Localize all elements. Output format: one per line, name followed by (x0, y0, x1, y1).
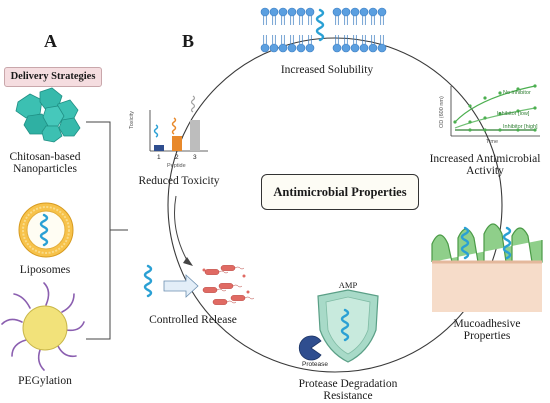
growth-xlabel: Time (486, 139, 499, 145)
lipid-bilayer-icon (260, 7, 387, 53)
toxicity-tick-3: 3 (193, 154, 197, 161)
toxicity-bar-3 (190, 120, 200, 151)
toxicity-axis-label: Toxicity (129, 110, 135, 129)
toxicity-bar-1 (154, 145, 164, 151)
controlled-release-icon (143, 264, 255, 305)
mucosa-icon (431, 223, 543, 312)
protease-enzyme-label: Protease (302, 361, 329, 368)
toxicity-chart (149, 95, 208, 152)
growth-axis-label: OD (600 nm) (439, 96, 445, 128)
protease-label-line2: Resistance (323, 390, 373, 402)
cycle-arrow (174, 195, 189, 263)
amp-label: AMP (338, 280, 358, 290)
mucoadhesive-label-line2: Properties (463, 330, 511, 342)
protease-label-line1: Protease Degradation (298, 378, 398, 390)
nanoparticles-label-line1: Chitosan-based (9, 151, 81, 163)
liposome-icon (18, 202, 74, 258)
toxicity-tick-1: 1 (157, 154, 161, 161)
growth-chart (450, 84, 540, 137)
activity-label-line1: Increased Antimicrobial (429, 153, 541, 165)
pathway-circle (167, 37, 503, 373)
bracket (86, 121, 128, 340)
pegylation-label: PEGylation (18, 375, 72, 387)
panel-label-a: A (44, 31, 57, 51)
liposomes-label: Liposomes (19, 264, 71, 276)
mucoadhesive-label-line1: Mucoadhesive (453, 318, 521, 330)
growth-legend-none: No inhibitor (503, 90, 531, 96)
toxicity-xlabel: Peptide (167, 163, 186, 169)
growth-legend-low: Inhibitor [low] (497, 111, 530, 117)
shield-icon (317, 289, 379, 363)
activity-label-line2: Activity (466, 165, 504, 177)
nanoparticle-icon (15, 87, 81, 143)
toxicity-tick-2: 2 (175, 154, 179, 161)
delivery-strategies-title: Delivery Strategies (4, 67, 102, 87)
nanoparticles-label-line2: Nanoparticles (13, 163, 77, 175)
protease-icon (298, 335, 322, 361)
cycle-arrowhead (183, 257, 193, 266)
solubility-label: Increased Solubility (280, 64, 374, 76)
toxicity-label: Reduced Toxicity (138, 175, 220, 187)
antimicrobial-properties-title: Antimicrobial Properties (261, 174, 419, 210)
toxicity-bar-2 (172, 136, 182, 151)
panel-label-b: B (182, 31, 195, 51)
controlled-release-label: Controlled Release (149, 314, 237, 326)
peg-icon (1, 282, 85, 371)
growth-legend-high: Inhibitor [high] (503, 124, 538, 130)
